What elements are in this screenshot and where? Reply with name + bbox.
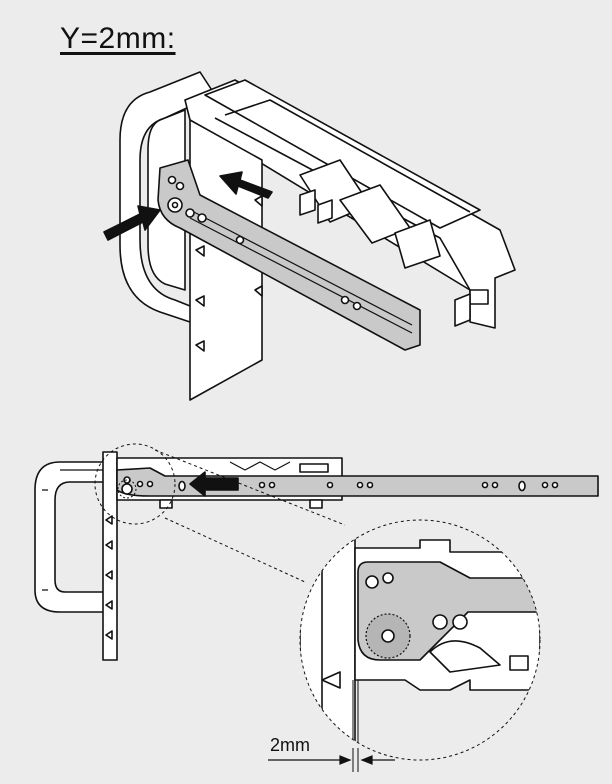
push-arrow-left	[103, 205, 161, 241]
runner-rail	[157, 159, 421, 351]
gap-dimension-label: 2mm	[270, 735, 310, 755]
detail-marker-circle	[94, 443, 176, 525]
side-mounting-plate	[102, 451, 118, 661]
mounting-plate	[189, 119, 263, 401]
detail-leader-lines	[154, 449, 346, 583]
side-view	[34, 443, 599, 661]
figure-title: Y=2mm:	[60, 22, 176, 55]
detail-view	[299, 519, 541, 761]
push-arrow-right	[219, 171, 273, 199]
isometric-view	[103, 71, 516, 401]
side-push-arrow	[189, 471, 239, 497]
gap-dimension	[268, 748, 395, 772]
